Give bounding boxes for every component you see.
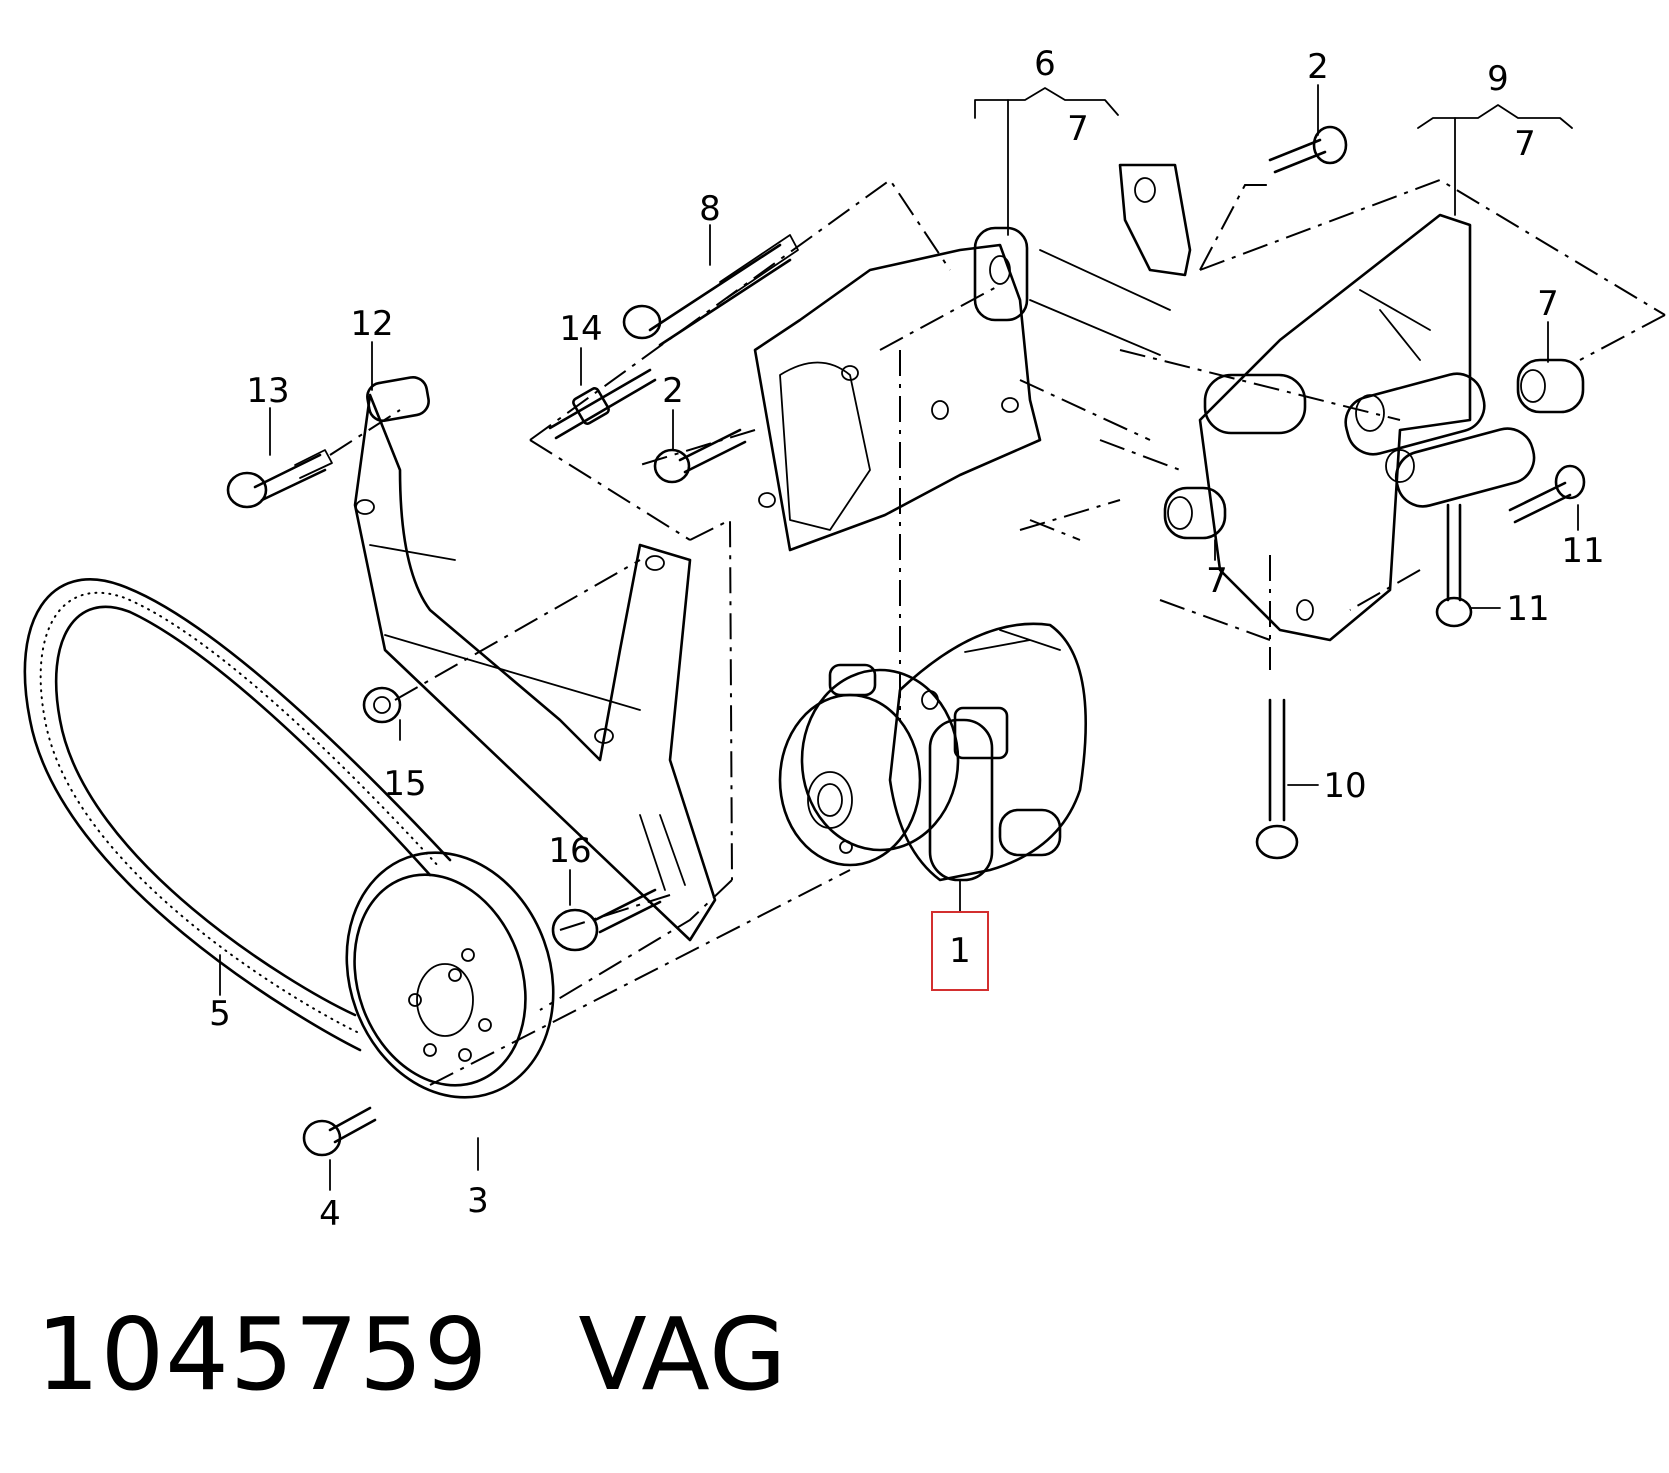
bolt-2-top xyxy=(1268,125,1348,174)
right-bracket xyxy=(1198,213,1536,642)
tensioner-arm xyxy=(1118,163,1192,277)
part-labels: 1 2 2 3 4 5 6 7 7 7 7 8 9 10 11 11 12 13… xyxy=(209,44,1604,1234)
bolt-8 xyxy=(622,234,799,347)
bolt-11-lower xyxy=(1435,503,1473,628)
label-1: 1 xyxy=(949,931,971,971)
label-8: 8 xyxy=(699,189,721,229)
label-4: 4 xyxy=(319,1194,341,1234)
label-6: 6 xyxy=(1034,44,1056,84)
leader-lines xyxy=(219,84,1579,1191)
stud-14 xyxy=(548,368,657,440)
label-9: 9 xyxy=(1487,59,1509,99)
left-bracket xyxy=(353,375,717,942)
highlight-box xyxy=(931,911,989,991)
bolt-4 xyxy=(302,1106,377,1157)
label-2-top: 2 xyxy=(1307,47,1329,87)
bolt-13 xyxy=(226,449,333,509)
label-16: 16 xyxy=(548,831,591,871)
bolt-16 xyxy=(551,888,662,952)
label-10: 10 xyxy=(1323,766,1366,806)
label-5: 5 xyxy=(209,994,231,1034)
label-11-right: 11 xyxy=(1561,531,1604,571)
centre-bracket xyxy=(753,226,1171,552)
label-11-lower: 11 xyxy=(1506,589,1549,629)
label-3: 3 xyxy=(467,1181,489,1221)
brand-name: VAG xyxy=(578,1296,788,1413)
bolt-11-right xyxy=(1508,464,1586,524)
label-7-upper-right: 7 xyxy=(1514,124,1536,164)
label-7-lower: 7 xyxy=(1206,561,1228,601)
label-12: 12 xyxy=(350,304,393,344)
bushing-left xyxy=(1163,486,1227,540)
label-7-upper-left: 7 xyxy=(1067,109,1089,149)
drive-belt xyxy=(23,578,452,1052)
nut-15 xyxy=(362,686,402,724)
label-7-right: 7 xyxy=(1537,284,1559,324)
label-14: 14 xyxy=(559,309,602,349)
bolt-2-left xyxy=(653,428,747,484)
label-13: 13 xyxy=(246,371,289,411)
pulley xyxy=(345,851,555,1099)
label-15: 15 xyxy=(383,764,426,804)
bushing-right xyxy=(1516,358,1585,414)
power-steering-pump xyxy=(778,622,1088,882)
label-2-left: 2 xyxy=(662,371,684,411)
bolt-10 xyxy=(1255,698,1299,860)
part-number: 1045759 xyxy=(36,1296,489,1413)
assembly-lines xyxy=(329,178,1666,1086)
